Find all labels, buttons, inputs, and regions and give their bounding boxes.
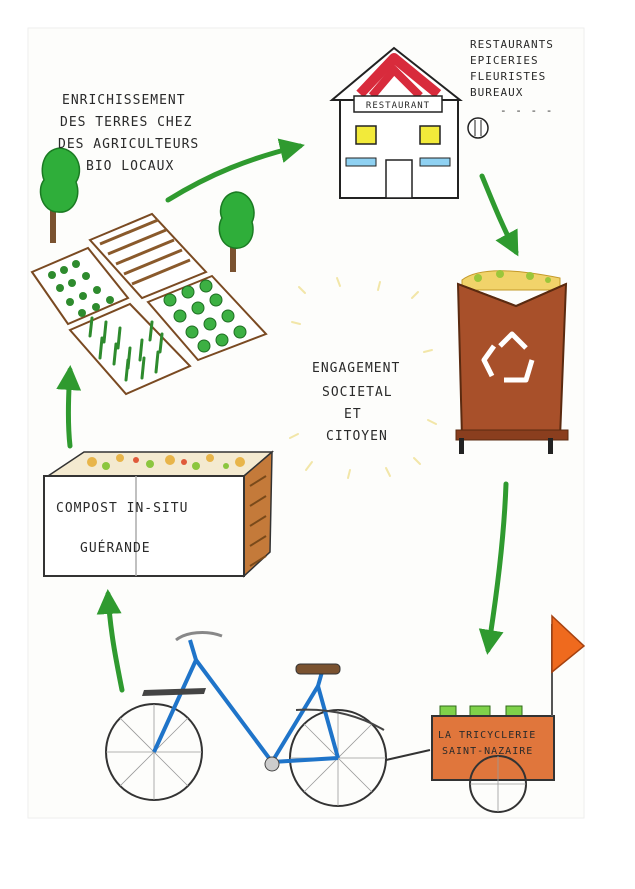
svg-text:DES AGRICULTEURS: DES AGRICULTEURS	[58, 137, 199, 152]
svg-text:- - - -: - - - -	[500, 104, 553, 117]
svg-text:COMPOST IN-SITU: COMPOST IN-SITU	[56, 501, 188, 516]
svg-text:CITOYEN: CITOYEN	[326, 429, 388, 444]
svg-text:FLEURISTES: FLEURISTES	[470, 70, 546, 83]
cycle-arrows	[56, 138, 519, 693]
svg-text:LA TRICYCLERIE: LA TRICYCLERIE	[438, 730, 536, 741]
tree-icon	[39, 147, 81, 243]
center-label: ENGAGEMENT SOCIETAL ET CITOYEN	[312, 361, 400, 444]
svg-text:BUREAUX: BUREAUX	[470, 86, 523, 99]
farm-fields	[30, 212, 268, 396]
cargo-tricycle-icon: LA TRICYCLERIE SAINT-NAZAIRE	[385, 624, 555, 813]
svg-text:ENGAGEMENT: ENGAGEMENT	[312, 361, 400, 376]
restaurant-building-icon: RESTAURANT	[329, 46, 489, 199]
clients-label: RESTAURANTS EPICERIES FLEURISTES BUREAUX…	[470, 38, 554, 117]
bicycle-icon	[105, 631, 387, 807]
farm-label: ENRICHISSEMENT DES TERRES CHEZ DES AGRIC…	[58, 93, 199, 174]
svg-text:ENRICHISSEMENT: ENRICHISSEMENT	[62, 93, 186, 108]
svg-text:RESTAURANT: RESTAURANT	[366, 101, 430, 111]
svg-text:SAINT-NAZAIRE: SAINT-NAZAIRE	[442, 746, 533, 757]
svg-text:GUÉRANDE: GUÉRANDE	[80, 540, 151, 556]
tree-icon	[218, 191, 255, 272]
svg-text:DES TERRES CHEZ: DES TERRES CHEZ	[60, 115, 192, 130]
svg-text:EPICERIES: EPICERIES	[470, 54, 539, 67]
compost-box: COMPOST IN-SITU GUÉRANDE	[43, 450, 275, 578]
svg-text:RESTAURANTS: RESTAURANTS	[470, 38, 554, 51]
arrow-compost-to-farm	[56, 365, 82, 449]
arrow-bin-to-tricycle	[478, 481, 509, 655]
arrow-farm-to-restaurant	[165, 138, 305, 203]
arrow-bike-to-compost	[96, 589, 125, 693]
svg-text:ET: ET	[344, 407, 362, 422]
svg-text:SOCIETAL: SOCIETAL	[322, 385, 393, 400]
recycling-bin	[455, 270, 569, 454]
restaurant-sign	[353, 95, 443, 113]
recycle-icon	[481, 331, 535, 383]
flag-icon	[551, 614, 586, 674]
svg-text:BIO LOCAUX: BIO LOCAUX	[86, 159, 174, 174]
sun-rays	[289, 277, 437, 479]
arrow-restaurant-to-bin	[479, 173, 519, 257]
